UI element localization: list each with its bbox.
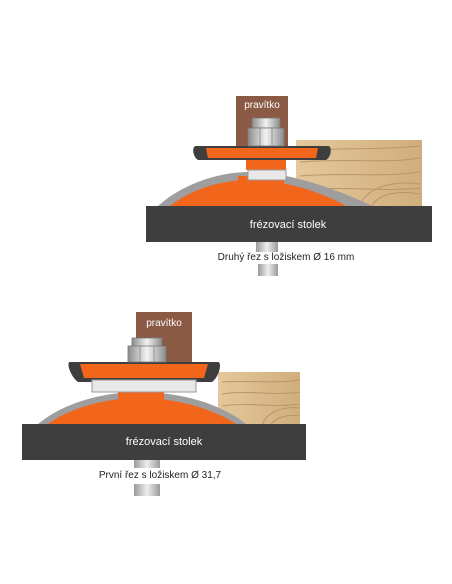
ruler-label: pravítko [146,318,182,329]
shank [256,242,278,252]
table-label: frézovací stolek [250,219,327,231]
table-label: frézovací stolek [126,436,203,448]
caption: Druhý řez s ložiskem Ø 16 mm [218,252,355,263]
bearing [247,169,287,181]
bearing [91,379,197,393]
diagram-bottom: pravítko frézovací stolek První řez s lo… [22,312,306,496]
cutter-neck [246,160,286,170]
router-table [146,206,432,242]
shank [134,460,160,468]
router-table [22,424,306,460]
cutter-hub [118,390,164,424]
cutter-hub [238,176,284,206]
ruler-label: pravítko [244,100,280,111]
nut-icon [247,117,285,147]
diagram-top: pravítko frézovací stolek Druhý řez s lo… [146,96,432,276]
nut-icon [127,337,167,363]
caption: První řez s ložiskem Ø 31,7 [99,470,222,481]
